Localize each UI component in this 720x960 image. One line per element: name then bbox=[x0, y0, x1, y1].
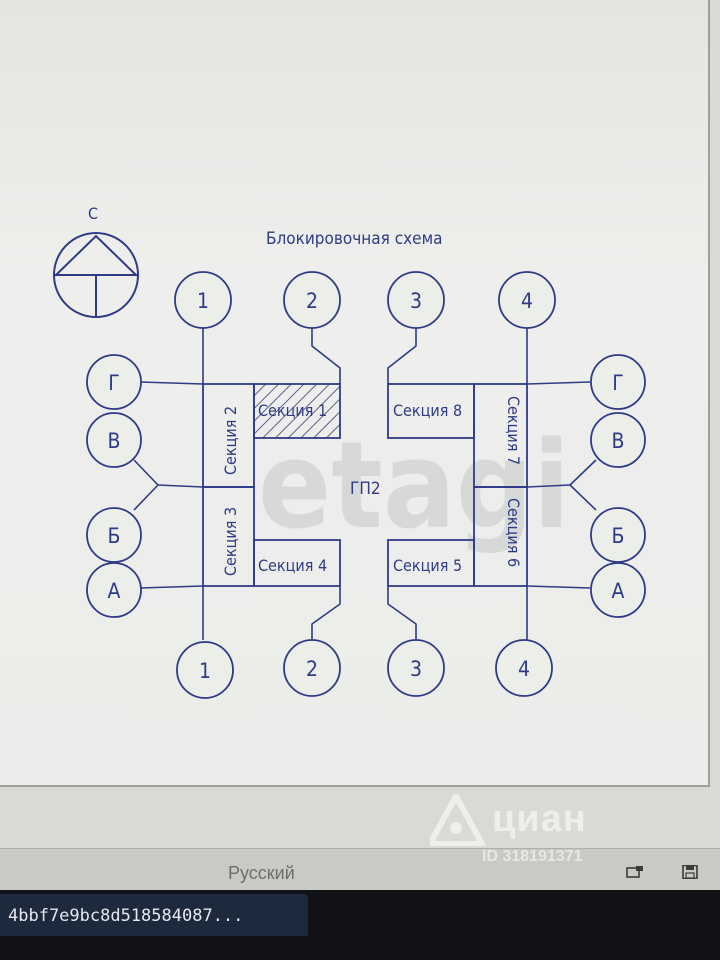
axis-v-left bbox=[86, 412, 142, 468]
window-mode-icon[interactable] bbox=[626, 865, 644, 879]
scheme-title: Блокировочная схема bbox=[266, 229, 442, 249]
axis-2-bottom-label: 2 bbox=[306, 657, 318, 681]
section-8-block bbox=[387, 383, 475, 439]
save-icon[interactable] bbox=[682, 865, 698, 879]
building-label: ГП2 bbox=[350, 479, 381, 499]
axis-1-bottom bbox=[176, 641, 234, 699]
compass-label: С bbox=[88, 204, 98, 223]
axis-4-bottom bbox=[495, 639, 553, 697]
axis-lines bbox=[133, 328, 597, 640]
tab-label: 4bbf7e9bc8d518584087... bbox=[8, 906, 244, 926]
section-4-block bbox=[253, 539, 341, 587]
language-indicator[interactable]: Русский bbox=[228, 863, 295, 883]
section-1-block bbox=[253, 383, 341, 439]
status-bar: Русский bbox=[0, 848, 720, 891]
axis-b-left-label: Б bbox=[108, 524, 121, 548]
axis-3-bottom-label: 3 bbox=[410, 657, 422, 681]
section-5-label: Секция 5 bbox=[393, 556, 462, 575]
axis-a-left-label: А bbox=[108, 579, 121, 603]
axis-b-right-label: Б bbox=[612, 524, 625, 548]
section-6-label: Секция 6 bbox=[504, 498, 523, 567]
section-3-label: Секция 3 bbox=[221, 507, 240, 576]
axis-4-top-label: 4 bbox=[521, 289, 533, 313]
section-3-block bbox=[202, 486, 255, 587]
cian-watermark: циан ID 318191371 bbox=[430, 790, 650, 870]
axis-v-left-label: В bbox=[108, 429, 121, 453]
cian-brand: циан bbox=[492, 798, 587, 840]
axis-2-top bbox=[283, 271, 341, 329]
axis-2-bottom bbox=[283, 639, 341, 697]
axis-4-top bbox=[498, 271, 556, 329]
section-2-label: Секция 2 bbox=[221, 406, 240, 475]
axis-v-right-label: В bbox=[612, 429, 625, 453]
axis-a-right bbox=[590, 562, 646, 618]
axis-a-right-label: А bbox=[612, 579, 625, 603]
section-4-label: Секция 4 bbox=[258, 556, 327, 575]
section-8-label: Секция 8 bbox=[393, 401, 462, 420]
taskbar: 4bbf7e9bc8d518584087... bbox=[0, 890, 720, 960]
axis-b-right bbox=[590, 507, 646, 563]
axis-g-right-label: Г bbox=[612, 371, 624, 395]
axis-2-top-label: 2 bbox=[306, 289, 318, 313]
axis-3-bottom bbox=[387, 639, 445, 697]
axis-1-top-label: 1 bbox=[197, 289, 209, 313]
section-1-label: Секция 1 bbox=[258, 401, 327, 420]
axis-g-left-label: Г bbox=[108, 371, 120, 395]
axis-1-top bbox=[174, 271, 232, 329]
listing-id: ID 318191371 bbox=[482, 848, 583, 865]
section-7-label: Секция 7 bbox=[504, 396, 523, 465]
axis-b-left bbox=[86, 507, 142, 563]
axis-g-left bbox=[86, 354, 142, 410]
building-gp2 bbox=[202, 383, 528, 587]
blocking-scheme: etagi Блокировочная схема С bbox=[53, 204, 646, 699]
axis-g-right bbox=[590, 354, 646, 410]
taskbar-tab[interactable]: 4bbf7e9bc8d518584087... bbox=[0, 894, 308, 936]
axis-4-bottom-label: 4 bbox=[518, 657, 530, 681]
axis-v-right bbox=[590, 412, 646, 468]
axis-3-top-label: 3 bbox=[410, 289, 422, 313]
north-compass-icon bbox=[53, 232, 139, 318]
axis-3-top bbox=[387, 271, 445, 329]
cian-logo-icon bbox=[430, 794, 487, 846]
axis-1-bottom-label: 1 bbox=[199, 659, 211, 683]
axis-a-left bbox=[86, 562, 142, 618]
